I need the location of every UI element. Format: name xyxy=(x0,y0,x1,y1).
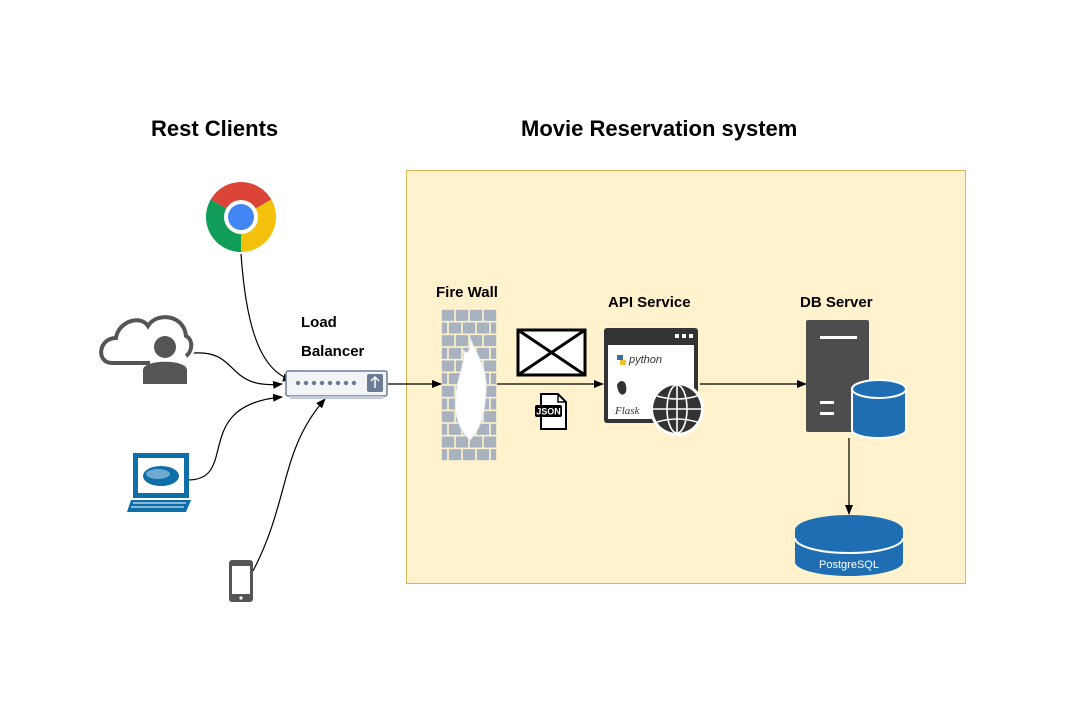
connectors xyxy=(187,253,853,572)
json-file-icon: JSON xyxy=(535,393,567,430)
api-service-label: API Service xyxy=(608,294,691,311)
json-badge-text: JSON xyxy=(536,407,561,417)
envelope-icon xyxy=(516,328,587,377)
db-server-label: DB Server xyxy=(800,294,873,311)
edge-desktop-to-lb xyxy=(187,393,283,481)
postgresql-database-icon: PostgreSQL xyxy=(794,515,904,576)
edge-mobile-to-lb xyxy=(252,398,326,572)
mobile-phone-icon xyxy=(229,560,253,602)
python-text: python xyxy=(628,354,662,366)
rest-clients-title: Rest Clients xyxy=(151,116,279,141)
firewall-icon xyxy=(441,309,497,461)
cloud-user-icon xyxy=(99,315,194,384)
load-balancer-label-line2: Balancer xyxy=(301,343,365,360)
desktop-computer-icon xyxy=(127,453,191,512)
load-balancer-label-line1: Load xyxy=(301,314,337,331)
system-title: Movie Reservation system xyxy=(521,116,798,141)
globe-icon xyxy=(650,382,704,436)
load-balancer-icon xyxy=(285,370,388,399)
edge-chrome-to-lb xyxy=(240,253,293,382)
firewall-label: Fire Wall xyxy=(436,284,498,301)
db-server-icon xyxy=(806,320,907,439)
edge-user-to-lb xyxy=(193,352,283,389)
flask-text: Flask xyxy=(614,405,641,417)
postgresql-label: PostgreSQL xyxy=(819,559,879,571)
chrome-icon xyxy=(206,182,276,252)
